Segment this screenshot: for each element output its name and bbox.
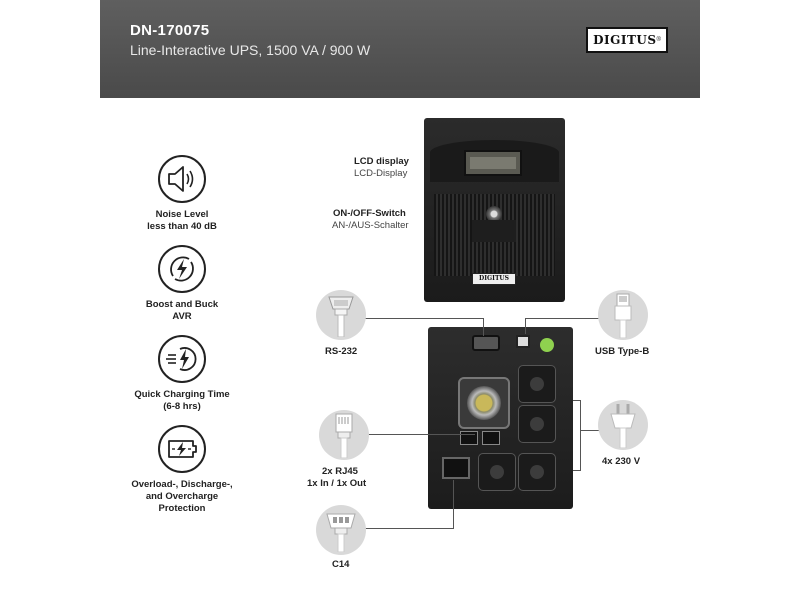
front-badge: DIGITUS	[472, 273, 516, 285]
rs232-port[interactable]	[472, 335, 500, 351]
product-subtitle: Line-Interactive UPS, 1500 VA / 900 W	[130, 42, 371, 58]
lcd-label-de: LCD-Display	[354, 168, 408, 179]
fast-charge-icon	[158, 335, 206, 383]
feature-noise-label: Noise Level less than 40 dB	[147, 209, 217, 232]
power-button[interactable]	[486, 206, 502, 222]
product-model: DN-170075	[130, 22, 210, 39]
schuko-plug-icon	[598, 400, 648, 450]
rs232-label: RS-232	[325, 346, 358, 357]
feature-charge-label: Quick Charging Time (6-8 hrs)	[134, 389, 230, 412]
fan-grille	[458, 377, 510, 429]
rs232-leader-line	[343, 318, 483, 319]
outlet-4[interactable]	[518, 453, 556, 491]
c14-inlet[interactable]	[442, 457, 470, 479]
lightning-circle-icon	[158, 245, 206, 293]
switch-label-de: AN-/AUS-Schalter	[332, 220, 409, 231]
switch-label-en: ON-/OFF-Switch	[333, 208, 406, 219]
c14-leader-drop	[453, 480, 454, 528]
speaker-icon	[158, 155, 206, 203]
outlets-label: 4x 230 V	[602, 456, 641, 467]
c14-leader-line	[365, 528, 454, 529]
usb-port[interactable]	[516, 335, 530, 348]
usb-type-b-connector-icon	[598, 290, 648, 340]
c14-label: C14	[332, 559, 350, 570]
ups-front-view: DIGITUS	[424, 118, 565, 302]
feature-protection-label: Overload-, Discharge-, and Overcharge Pr…	[131, 479, 233, 514]
outlet-leader-line	[580, 430, 602, 431]
outlet-bracket-bottom	[573, 470, 581, 471]
rs232-connector-icon	[316, 290, 366, 340]
outlet-2[interactable]	[518, 405, 556, 443]
rj45-label-line1: 2x RJ45	[322, 466, 358, 477]
outlet-3[interactable]	[478, 453, 516, 491]
lcd-screen	[464, 150, 522, 176]
rj45-out-port[interactable]	[482, 431, 500, 445]
status-led	[540, 338, 554, 352]
rj45-leader-line	[345, 434, 475, 435]
c14-connector-icon	[316, 505, 366, 555]
usb-label: USB Type-B	[595, 346, 650, 357]
brand-logo: DIGITUS®	[586, 27, 668, 53]
outlet-bracket-top	[573, 400, 581, 401]
brand-name: DIGITUS	[593, 33, 657, 47]
switch-panel	[472, 220, 516, 242]
ups-rear-view	[428, 327, 573, 509]
rj45-label-line2: 1x In / 1x Out	[307, 478, 367, 489]
outlet-bracket	[580, 400, 581, 470]
feature-avr-label: Boost and Buck AVR	[145, 299, 219, 322]
rj45-connector-icon	[319, 410, 369, 460]
header-banner: DN-170075 Line-Interactive UPS, 1500 VA …	[100, 0, 700, 98]
usb-leader-line	[525, 318, 625, 319]
lcd-label-en: LCD display	[354, 156, 409, 167]
usb-leader-drop	[525, 318, 526, 334]
outlet-1[interactable]	[518, 365, 556, 403]
battery-protection-icon	[158, 425, 206, 473]
rs232-leader-drop	[483, 318, 484, 336]
